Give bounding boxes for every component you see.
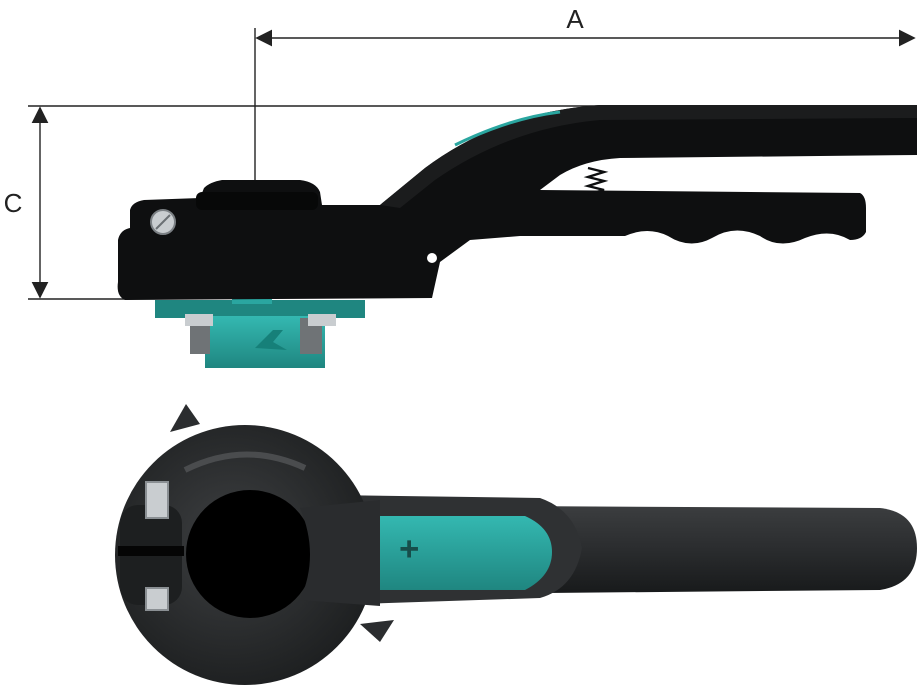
top-view-bore (186, 490, 314, 618)
top-view-clamp-slot (118, 546, 184, 556)
side-view-hub (196, 192, 318, 210)
top-view-lower-bolt-icon (145, 587, 169, 611)
dimension-c-label: C (4, 188, 23, 218)
top-view-upper-ear (170, 404, 200, 432)
top-view-upper-bolt-icon (145, 481, 169, 519)
side-view-teal-accent (454, 110, 561, 147)
top-view-lower-ear (360, 620, 394, 642)
top-view-teal-grip (378, 516, 552, 590)
side-view (117, 105, 917, 368)
top-view-brand-mark: + (390, 539, 428, 559)
side-view-handle-base (117, 105, 917, 300)
dimension-a: A (254, 4, 916, 190)
side-view-pivot-hole (427, 253, 437, 263)
side-view-spring (583, 166, 609, 196)
side-view-valve-body (155, 296, 365, 368)
side-view-lever-arm (380, 105, 917, 208)
top-view: + (115, 404, 917, 685)
dimension-c: C (4, 105, 600, 300)
top-view-arm-bridge (300, 500, 380, 606)
side-view-screw-icon (150, 209, 176, 235)
top-view-rotation-arrow-icon (183, 451, 307, 473)
dimension-a-label: A (566, 4, 584, 34)
